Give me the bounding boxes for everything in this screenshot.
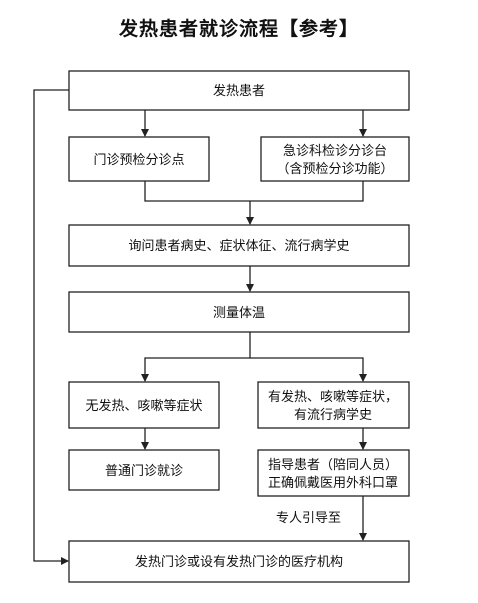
node-clinic-triage: 门诊预检分诊点 [68, 136, 210, 182]
node-guide-label-2: 正确佩戴医用外科口罩 [268, 476, 398, 491]
edge-measure-to-no-fever [141, 332, 251, 382]
node-emergency-triage-label-1: 急诊科检诊分诊台 [283, 144, 387, 159]
node-fever-clinic-label: 发热门诊或设有发热门诊的医疗机构 [135, 554, 343, 570]
edge-measure-to-has-fever [250, 357, 367, 382]
node-guide-label-1: 指导患者（陪同人员） [268, 458, 398, 473]
node-has-fever-label-1: 有发热、咳嗽等症状， [268, 389, 398, 405]
edge-label-escort: 专人引导至 [276, 511, 341, 526]
node-no-fever: 无发热、咳嗽等症状 [68, 381, 220, 429]
node-emergency-triage: 急诊科检诊分诊台 （含预检分诊功能） [260, 136, 410, 182]
node-no-fever-label: 无发热、咳嗽等症状 [85, 398, 202, 414]
node-measure-temp-label: 测量体温 [213, 306, 265, 321]
node-guide: 指导患者（陪同人员） 正确佩戴医用外科口罩 [257, 449, 410, 497]
node-measure-temp: 测量体温 [68, 291, 410, 333]
node-inquiry: 询问患者病史、症状体征、流行病学史 [68, 224, 410, 267]
edge-triage-merge [144, 181, 364, 202]
page-title: 发热患者就诊流程【参考】 [118, 18, 359, 40]
edge-patient-to-fever-clinic-loop [33, 89, 69, 565]
node-has-fever-label-2: 有流行病学史 [294, 407, 372, 423]
node-inquiry-label: 询问患者病史、症状体征、流行病学史 [128, 238, 349, 254]
node-fever-patient: 发热患者 [68, 70, 410, 111]
node-fever-clinic: 发热门诊或设有发热门诊的医疗机构 [68, 540, 410, 583]
node-regular-clinic-label: 普通门诊就诊 [105, 464, 183, 479]
node-clinic-triage-label: 门诊预检分诊点 [93, 153, 184, 168]
node-emergency-triage-label-2: （含预检分诊功能） [276, 161, 393, 177]
node-fever-patient-label: 发热患者 [213, 83, 265, 99]
node-has-fever: 有发热、咳嗽等症状， 有流行病学史 [257, 381, 410, 429]
node-regular-clinic: 普通门诊就诊 [68, 449, 220, 491]
